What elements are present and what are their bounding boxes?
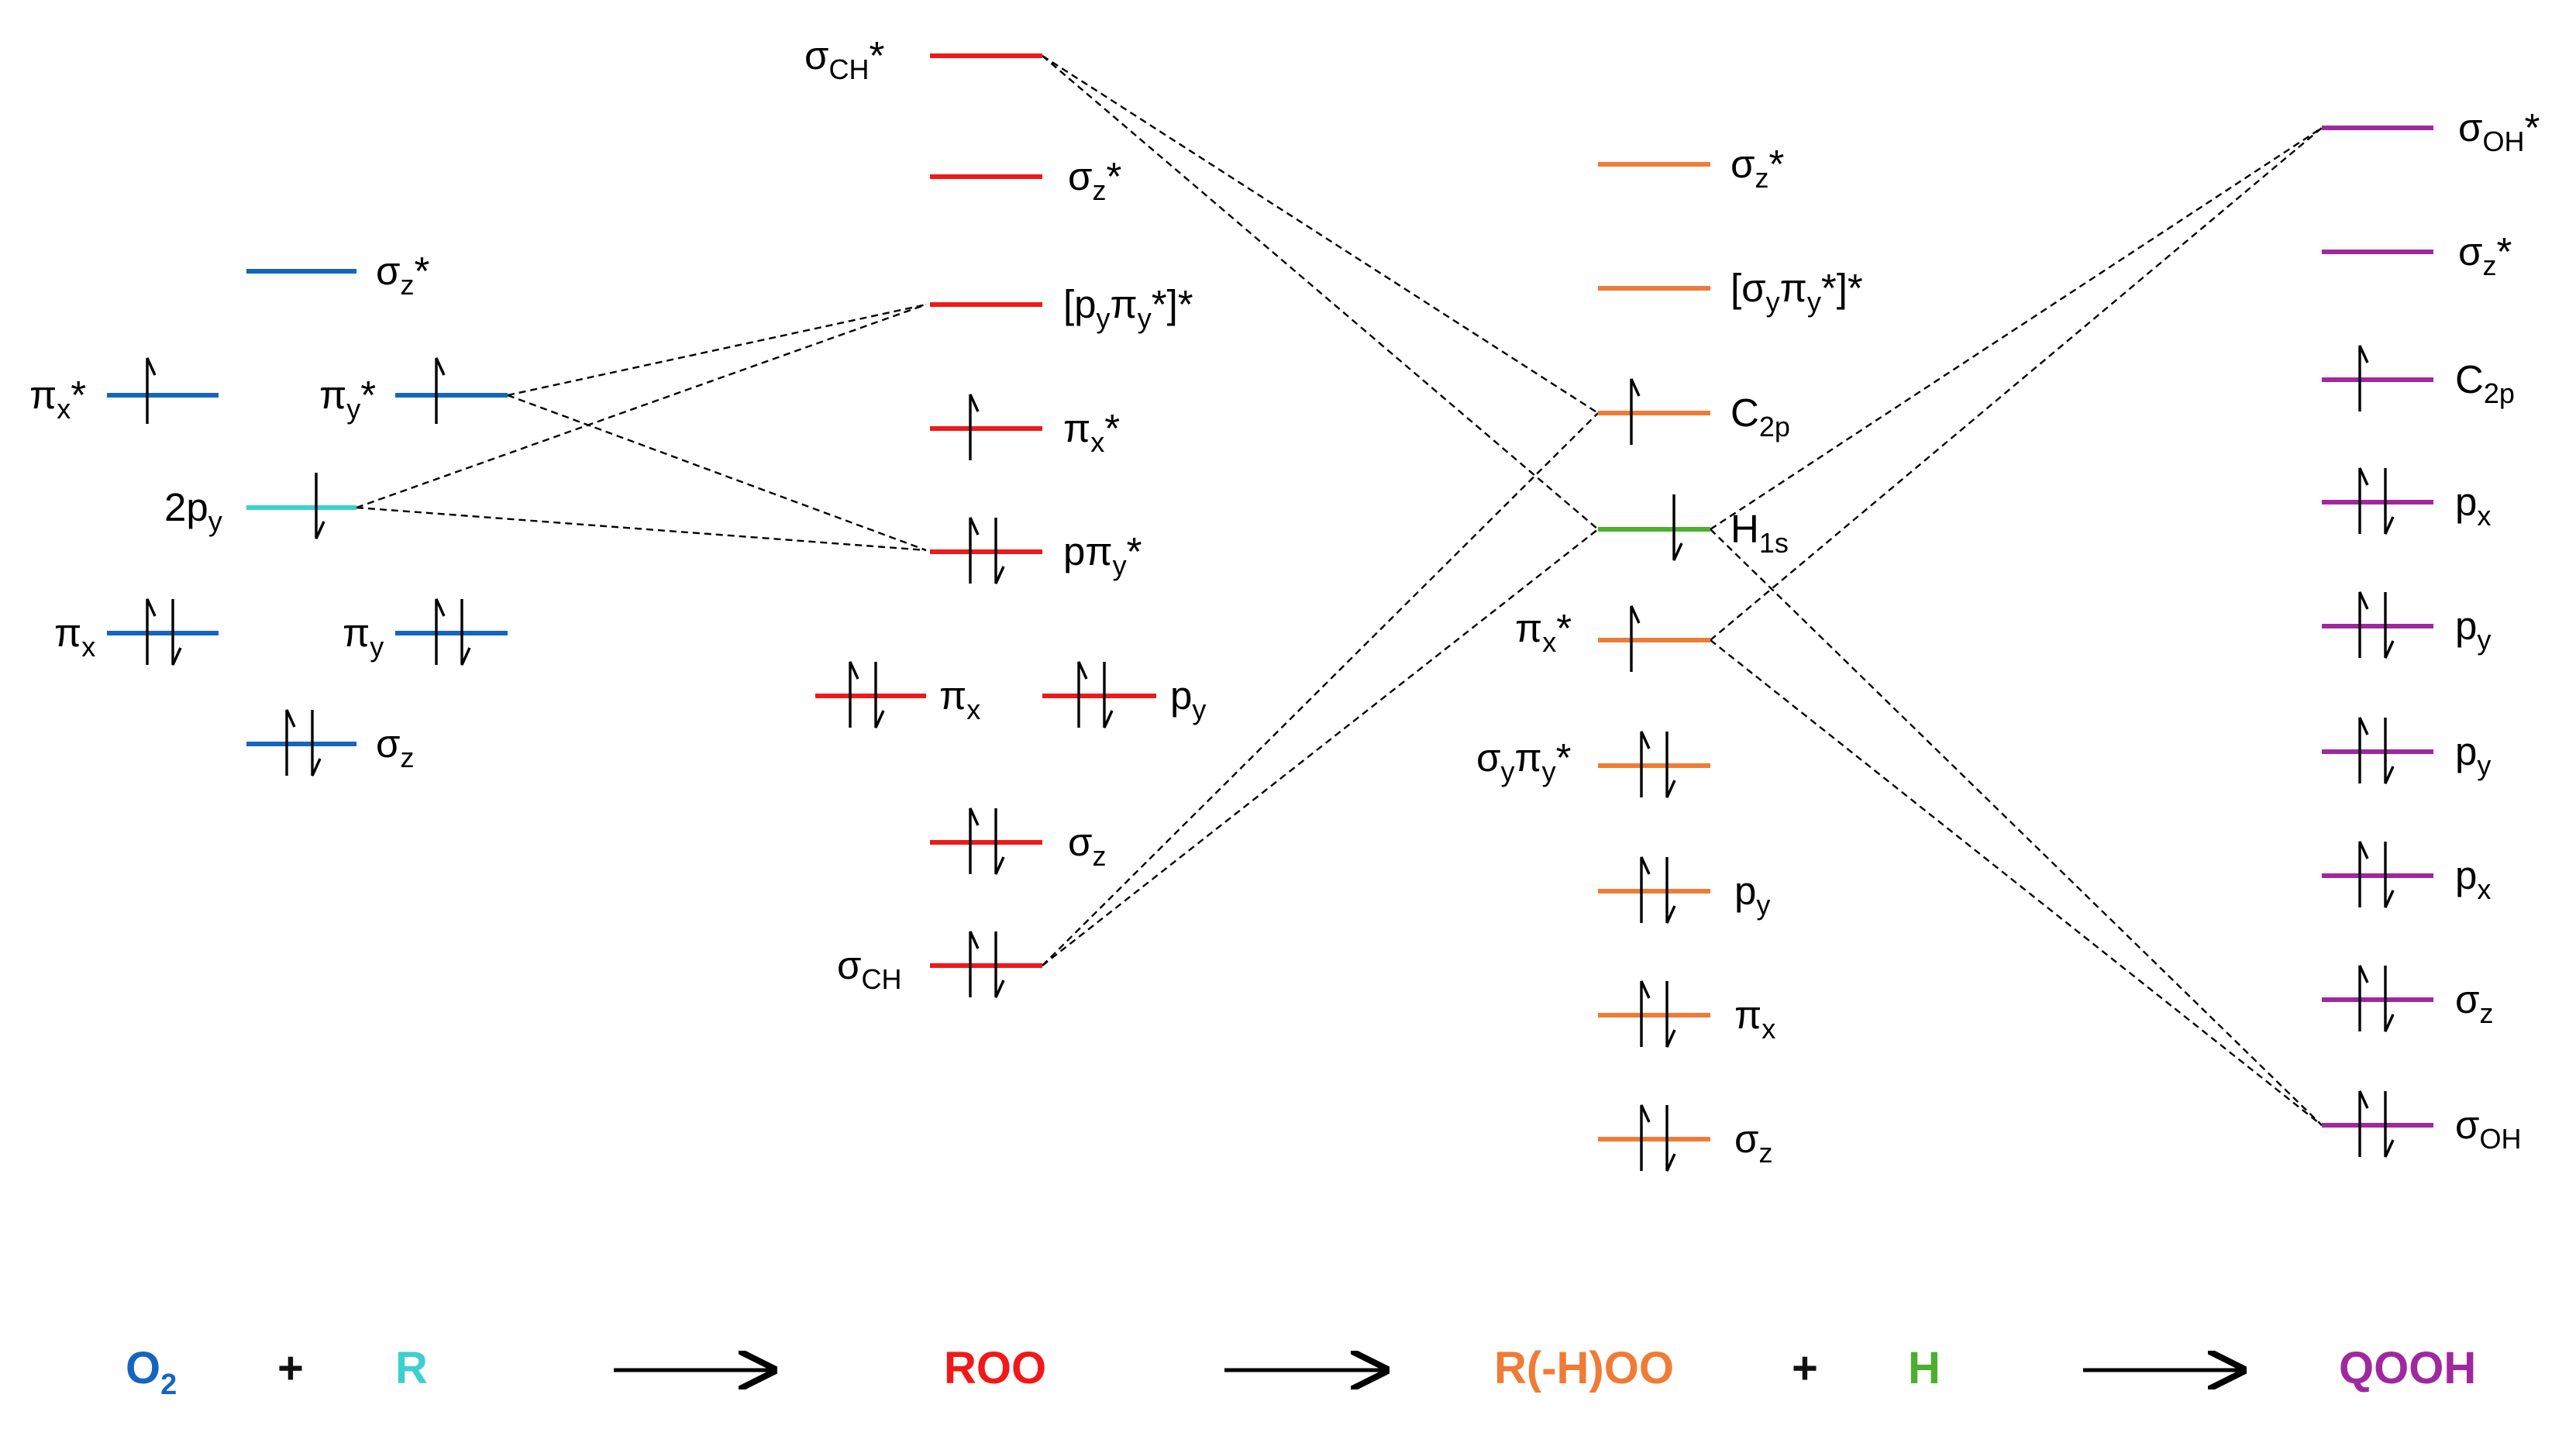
svg-text:C2p: C2p — [1731, 391, 1790, 442]
qooh-p-y-level-2: py — [2322, 717, 2491, 784]
qooh-sigma-oh-star-level: σOH* — [2322, 105, 2540, 157]
rhoo-sigma-y-pi-y-star-star-level: [σyπy*]* — [1598, 266, 1863, 318]
qooh-p-y-level-1: py — [2322, 591, 2491, 659]
reaction-scheme: O2 + R ROO R(-H)OO + H QOOH — [126, 1343, 2476, 1401]
correlation-lines — [356, 54, 2323, 1126]
svg-text:σz: σz — [1068, 820, 1106, 872]
roo-sigma-ch-star-level: σCH* — [804, 33, 1042, 85]
species-r: R — [395, 1343, 428, 1393]
svg-text:πx*: πx* — [1515, 606, 1572, 658]
roo-py-piy-star-star-level: [pyπy*]* — [930, 282, 1193, 334]
species-o2: O2 — [126, 1343, 177, 1401]
svg-text:σCH: σCH — [837, 943, 901, 995]
svg-text:σOH*: σOH* — [2458, 105, 2540, 157]
svg-text:py: py — [1734, 869, 1770, 921]
qooh-sigma-z-level: σz — [2322, 965, 2493, 1032]
o2-sigma-z-level: σz — [246, 709, 414, 776]
plus-sign-1: + — [277, 1343, 304, 1393]
rhoo-p-y-level: py — [1598, 856, 1770, 924]
roo-sigma-z-star-level: σz* — [930, 154, 1121, 206]
qooh-p-x-level-2: px — [2322, 841, 2491, 908]
svg-text:πx*: πx* — [29, 373, 86, 425]
rhoo-pi-x-star-level: πx* — [1515, 605, 1710, 672]
qooh-c-2p-level: C2p — [2322, 345, 2515, 411]
o2-pi-y-star-level: πy* — [319, 357, 508, 425]
svg-text:σz*: σz* — [2458, 229, 2512, 281]
svg-text:σz*: σz* — [1731, 142, 1784, 194]
rhoo-c-2p-level: C2p — [1598, 378, 1790, 445]
h-1s-level: H1s — [1598, 494, 1789, 561]
svg-text:2py: 2py — [164, 485, 222, 537]
svg-text:σCH*: σCH* — [804, 33, 884, 85]
o2-sigma-z-star-level: σz* — [246, 249, 429, 301]
species-qooh: QOOH — [2339, 1343, 2476, 1393]
rhoo-sigma-z-level: σz — [1598, 1104, 1772, 1172]
rhoo-sigma-z-star-level: σz* — [1598, 142, 1784, 194]
species-h: H — [1908, 1343, 1941, 1393]
svg-text:σz: σz — [376, 721, 414, 773]
rhoo-orbitals: σz* [σyπy*]* C2p H1s πx* σyπy* — [1476, 142, 1863, 1172]
qooh-p-x-level-1: px — [2322, 467, 2491, 535]
plus-sign-2: + — [1792, 1343, 1818, 1393]
o2-pi-x-level: πx — [54, 598, 219, 666]
svg-text:σz*: σz* — [1068, 154, 1121, 206]
rhoo-pi-x-level: πx — [1598, 980, 1775, 1048]
svg-text:py: py — [1170, 673, 1206, 725]
o2-pi-y-level: πy — [343, 598, 508, 666]
roo-pi-x-star-level: πx* — [930, 394, 1120, 460]
svg-text:px: px — [2455, 480, 2491, 532]
svg-text:[pyπy*]*: [pyπy*]* — [1063, 282, 1193, 334]
svg-text:πx: πx — [1734, 993, 1775, 1045]
rhoo-sigma-y-pi-y-star-level: σyπy* — [1476, 731, 1710, 798]
qooh-sigma-z-star-level: σz* — [2322, 229, 2512, 281]
svg-text:py: py — [2455, 604, 2491, 656]
o2-pi-x-star-level: πx* — [29, 357, 219, 425]
svg-text:C2p: C2p — [2455, 357, 2515, 409]
svg-text:πy*: πy* — [319, 373, 376, 425]
svg-text:πx: πx — [939, 673, 980, 725]
svg-text:πx: πx — [54, 611, 95, 663]
species-rhoo: R(-H)OO — [1494, 1343, 1674, 1393]
o2-orbitals: σz* πx* πy* 2py πx πy — [29, 249, 508, 776]
svg-text:πx*: πx* — [1063, 406, 1120, 458]
roo-pi-x-level: πx — [815, 661, 980, 728]
roo-sigma-ch-level: σCH — [837, 931, 1042, 998]
roo-p-y-level: py — [1042, 661, 1206, 728]
svg-text:σyπy*: σyπy* — [1476, 735, 1572, 787]
svg-text:pπy*: pπy* — [1063, 529, 1142, 581]
svg-text:px: px — [2455, 853, 2491, 905]
svg-text:σz: σz — [2455, 977, 2493, 1029]
roo-orbitals: σCH* σz* [pyπy*]* πx* pπy* πx — [804, 33, 1206, 998]
roo-sigma-z-level: σz — [930, 807, 1106, 875]
svg-text:py: py — [2455, 729, 2491, 781]
roo-p-pi-y-star-level: pπy* — [930, 517, 1142, 584]
svg-text:πy: πy — [343, 611, 384, 663]
svg-text:[σyπy*]*: [σyπy*]* — [1731, 266, 1863, 318]
svg-text:σz: σz — [1734, 1117, 1772, 1169]
svg-text:σOH: σOH — [2455, 1103, 2521, 1155]
qooh-sigma-oh-level: σOH — [2322, 1090, 2521, 1158]
svg-text:H1s: H1s — [1731, 507, 1789, 559]
species-roo: ROO — [944, 1343, 1046, 1393]
r-2py-level: 2py — [164, 473, 356, 539]
svg-text:σz*: σz* — [376, 249, 429, 301]
qooh-orbitals: σOH* σz* C2p px py py — [2322, 105, 2540, 1158]
